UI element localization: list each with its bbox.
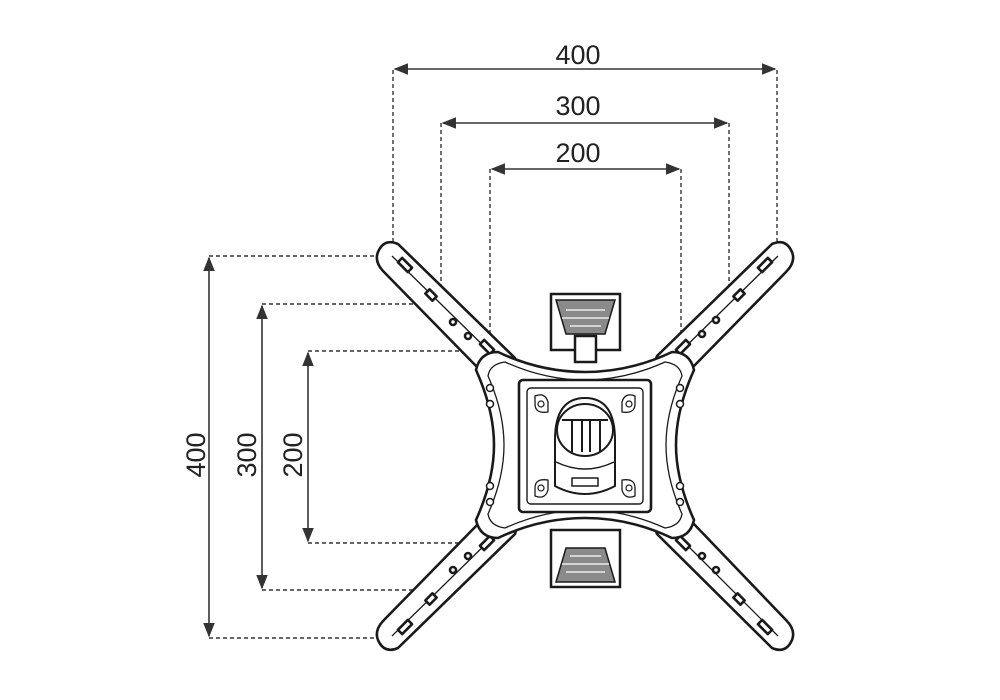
- horizontal-dimensions: 400 300 200: [392, 40, 778, 350]
- v-dimension-400: 400: [181, 255, 390, 639]
- wall-bracket: [549, 292, 622, 589]
- v-dimension-200: 200: [278, 350, 486, 544]
- v-dimension-300: 300: [232, 303, 438, 591]
- h-dimension-300: 300: [440, 91, 730, 305]
- v-dimension-400-label: 400: [181, 432, 211, 477]
- h-dimension-400-label: 400: [555, 40, 600, 70]
- h-dimension-200-label: 200: [555, 138, 600, 168]
- v-dimension-300-label: 300: [232, 432, 262, 477]
- h-dimension-200: 200: [489, 138, 682, 350]
- center-plate: [474, 350, 696, 540]
- h-dimension-300-label: 300: [555, 91, 600, 121]
- h-dimension-400: 400: [392, 40, 778, 262]
- v-dimension-200-label: 200: [278, 432, 308, 477]
- vertical-dimensions: 400 300 200: [181, 255, 486, 639]
